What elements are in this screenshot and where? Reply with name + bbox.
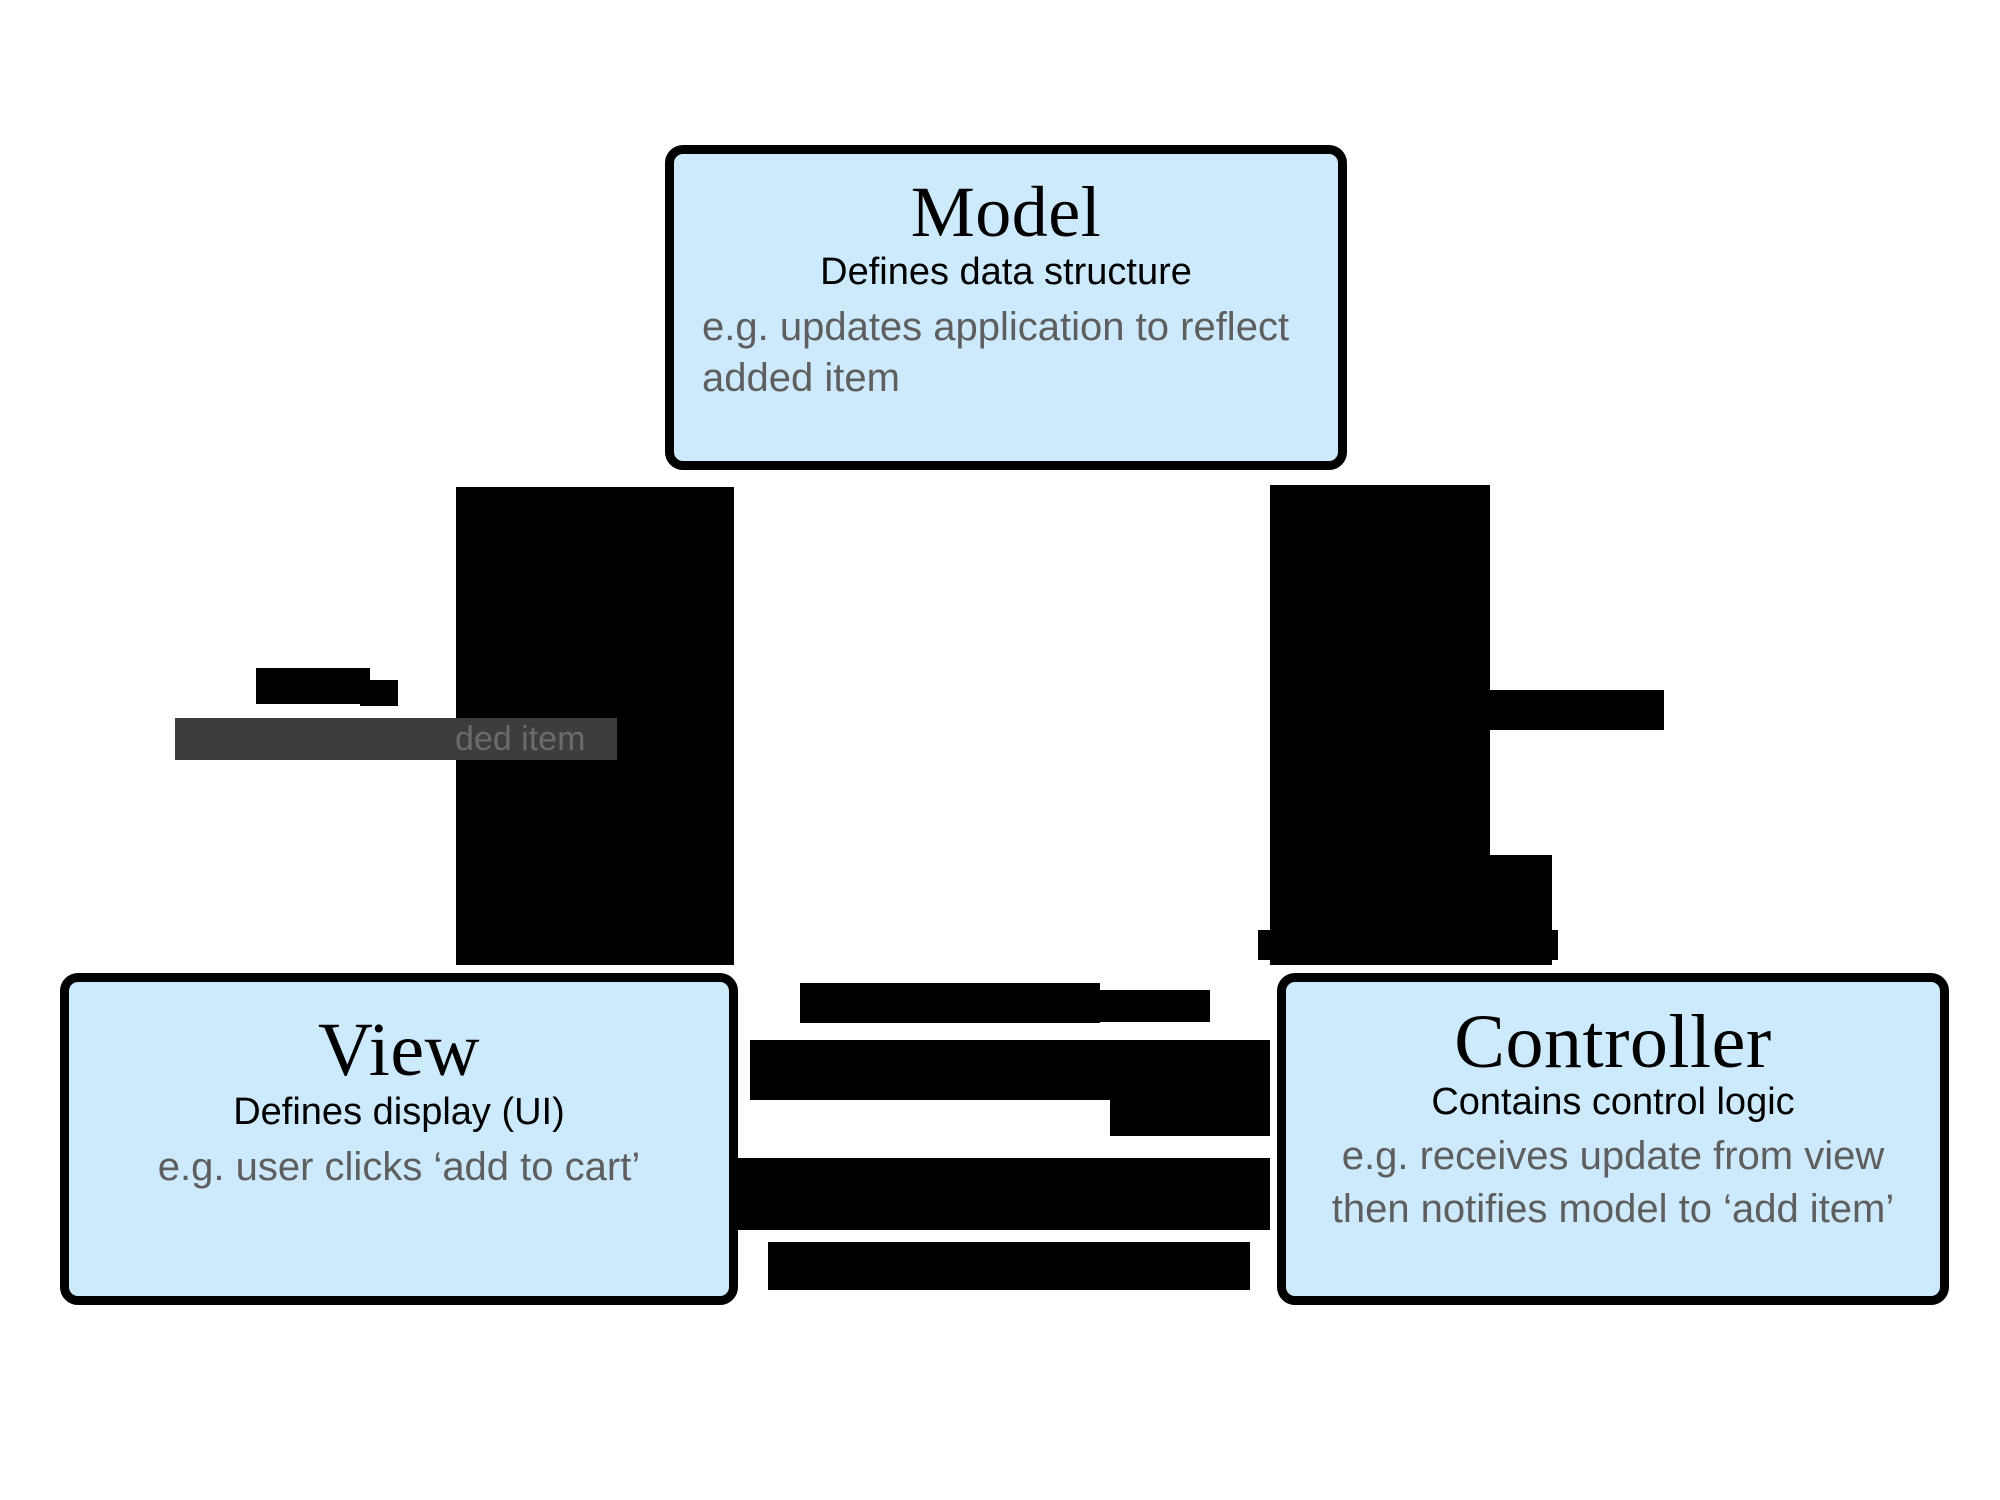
mvc-node-model[interactable]: Model Defines data structure e.g. update… xyxy=(665,145,1347,470)
model-title: Model xyxy=(910,172,1102,252)
mvc-node-controller[interactable]: Controller Contains control logic e.g. r… xyxy=(1277,973,1949,1305)
redaction-right-arm xyxy=(1490,690,1664,730)
model-example-line-1: e.g. updates application to reflect xyxy=(702,304,1290,349)
redaction-left-small-bar-tab xyxy=(360,680,398,706)
model-subtitle: Defines data structure xyxy=(820,251,1192,293)
redaction-gray-bar xyxy=(175,718,617,760)
redaction-bottom-bar-2b xyxy=(1110,1100,1270,1136)
mvc-node-view[interactable]: View Defines display (UI) e.g. user clic… xyxy=(60,973,738,1305)
fragment-added-item: ded item xyxy=(455,720,586,758)
redaction-left-small-bar xyxy=(256,668,370,704)
view-example-line-1: e.g. user clicks ‘add to cart’ xyxy=(157,1144,641,1189)
redaction-bottom-bar-1b xyxy=(1100,990,1210,1022)
controller-subtitle: Contains control logic xyxy=(1431,1081,1795,1123)
redaction-right-column xyxy=(1270,485,1490,965)
controller-example-line-2: then notifies model to ‘add item’ xyxy=(1331,1186,1895,1231)
model-example-line-2: added item xyxy=(702,355,900,400)
redaction-bottom-bar-3 xyxy=(738,1158,1270,1230)
view-subtitle: Defines display (UI) xyxy=(233,1091,565,1133)
view-title: View xyxy=(317,1008,481,1092)
controller-example-line-1: e.g. receives update from view xyxy=(1341,1133,1885,1178)
redaction-bottom-bar-4 xyxy=(768,1242,1250,1290)
redaction-controller-top-tab xyxy=(1258,930,1558,960)
redaction-bottom-bar-1 xyxy=(800,983,1100,1023)
controller-title: Controller xyxy=(1454,1000,1772,1084)
redaction-bottom-bar-2 xyxy=(750,1040,1270,1100)
